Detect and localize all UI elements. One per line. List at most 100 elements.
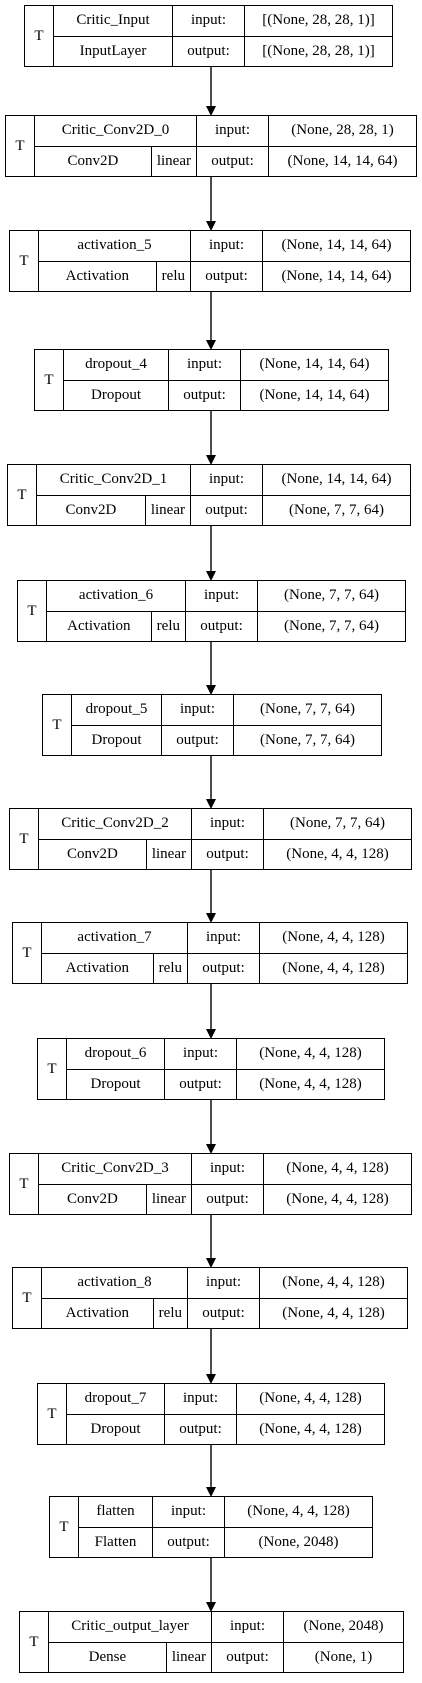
layer-type: Conv2D [65, 501, 117, 518]
layer-name: Critic_Conv2D_2 [61, 815, 169, 832]
input-label: input: [187, 923, 259, 953]
input-shape: (None, 4, 4, 128) [236, 1384, 384, 1414]
output-label: output: [164, 1414, 236, 1444]
input-label: input: [191, 809, 263, 839]
input-shape: (None, 4, 4, 128) [236, 1039, 384, 1069]
output-shape: (None, 14, 14, 64) [262, 261, 410, 291]
output-shape: (None, 1) [283, 1642, 403, 1672]
input-shape: (None, 7, 7, 64) [233, 695, 381, 725]
output-label: output: [164, 1069, 236, 1099]
output-label: output: [191, 839, 263, 869]
layer-name: flatten [96, 1503, 135, 1520]
t-badge: T [43, 695, 72, 755]
input-label: input: [161, 695, 233, 725]
input-shape: (None, 14, 14, 64) [262, 465, 410, 495]
input-shape: (None, 7, 7, 64) [257, 581, 405, 611]
output-shape: (None, 7, 7, 64) [257, 611, 405, 641]
input-label: input: [185, 581, 257, 611]
output-label: output: [185, 611, 257, 641]
output-shape: (None, 7, 7, 64) [233, 725, 381, 755]
output-label: output: [191, 1184, 263, 1214]
layer-name: activation_5 [77, 237, 152, 254]
t-badge: T [18, 581, 47, 641]
output-shape: (None, 2048) [224, 1527, 372, 1557]
layer-node-dropout-5: T dropout_5 input: (None, 7, 7, 64) Drop… [42, 694, 382, 756]
output-shape: (None, 4, 4, 128) [263, 839, 411, 869]
layer-name: Critic_Conv2D_1 [59, 471, 168, 488]
layer-type: Dense [88, 1648, 127, 1665]
t-badge: T [25, 6, 54, 66]
input-shape: (None, 4, 4, 128) [259, 923, 407, 953]
layer-node-activation-7: T activation_7 input: (None, 4, 4, 128) … [12, 922, 408, 984]
output-shape: (None, 4, 4, 128) [236, 1069, 384, 1099]
layer-node-critic-output-layer: T Critic_output_layer input: (None, 2048… [19, 1611, 404, 1673]
t-badge: T [8, 465, 37, 525]
input-shape: (None, 4, 4, 128) [259, 1268, 407, 1298]
layer-activation: linear [145, 1184, 191, 1214]
layer-node-flatten: T flatten input: (None, 4, 4, 128) Flatt… [49, 1496, 373, 1558]
input-label: input: [190, 465, 262, 495]
output-shape: (None, 14, 14, 64) [268, 146, 416, 176]
layer-activation: relu [155, 261, 190, 291]
layer-name: Critic_Input [76, 12, 150, 29]
output-label: output: [187, 1298, 259, 1328]
t-badge: T [10, 809, 39, 869]
layer-activation: relu [152, 1298, 187, 1328]
layer-node-critic-conv2d-0: T Critic_Conv2D_0 input: (None, 28, 28, … [5, 115, 417, 177]
t-badge: T [20, 1612, 49, 1672]
output-shape: (None, 4, 4, 128) [236, 1414, 384, 1444]
output-shape: (None, 4, 4, 128) [259, 953, 407, 983]
input-label: input: [152, 1497, 224, 1527]
layer-type: Dropout [91, 386, 141, 403]
input-shape: (None, 2048) [283, 1612, 403, 1642]
layer-activation: linear [144, 495, 190, 525]
layer-node-dropout-4: T dropout_4 input: (None, 14, 14, 64) Dr… [34, 349, 389, 411]
input-shape: (None, 7, 7, 64) [263, 809, 411, 839]
layer-activation: linear [150, 146, 196, 176]
layer-name: dropout_4 [85, 356, 147, 373]
input-shape: [(None, 28, 28, 1)] [244, 6, 392, 36]
t-badge: T [35, 350, 64, 410]
layer-name: Critic_Conv2D_0 [61, 122, 170, 139]
input-shape: (None, 4, 4, 128) [263, 1154, 411, 1184]
layer-type: Activation [67, 617, 131, 634]
layer-type: Conv2D [67, 845, 118, 862]
output-label: output: [187, 953, 259, 983]
layer-node-activation-6: T activation_6 input: (None, 7, 7, 64) A… [17, 580, 406, 642]
layer-node-critic-conv2d-1: T Critic_Conv2D_1 input: (None, 14, 14, … [7, 464, 411, 526]
layer-type: Activation [65, 1304, 129, 1321]
output-label: output: [152, 1527, 224, 1557]
output-label: output: [190, 495, 262, 525]
output-label: output: [168, 380, 240, 410]
input-label: input: [211, 1612, 283, 1642]
output-shape: [(None, 28, 28, 1)] [244, 36, 392, 66]
layer-node-critic-conv2d-2: T Critic_Conv2D_2 input: (None, 7, 7, 64… [9, 808, 412, 870]
input-shape: (None, 14, 14, 64) [262, 231, 410, 261]
layer-type: Activation [65, 959, 129, 976]
layer-node-activation-8: T activation_8 input: (None, 4, 4, 128) … [12, 1267, 408, 1329]
output-shape: (None, 7, 7, 64) [262, 495, 410, 525]
input-label: input: [196, 116, 268, 146]
input-label: input: [191, 1154, 263, 1184]
layer-name: Critic_output_layer [71, 1618, 189, 1635]
layer-type: InputLayer [79, 42, 147, 59]
layer-type: Dropout [91, 731, 142, 748]
layer-activation: relu [150, 611, 185, 641]
t-badge: T [13, 1268, 42, 1328]
t-badge: T [10, 231, 39, 291]
input-label: input: [168, 350, 240, 380]
layer-type: Conv2D [67, 1190, 118, 1207]
t-badge: T [38, 1384, 67, 1444]
t-badge: T [38, 1039, 67, 1099]
layer-activation: linear [145, 839, 191, 869]
t-badge: T [50, 1497, 79, 1557]
output-label: output: [172, 36, 244, 66]
layer-node-activation-5: T activation_5 input: (None, 14, 14, 64)… [9, 230, 411, 292]
input-shape: (None, 4, 4, 128) [224, 1497, 372, 1527]
layer-type: Activation [65, 267, 129, 284]
layer-activation: linear [165, 1642, 211, 1672]
layer-type: Dropout [90, 1420, 141, 1437]
output-label: output: [211, 1642, 283, 1672]
input-label: input: [187, 1268, 259, 1298]
